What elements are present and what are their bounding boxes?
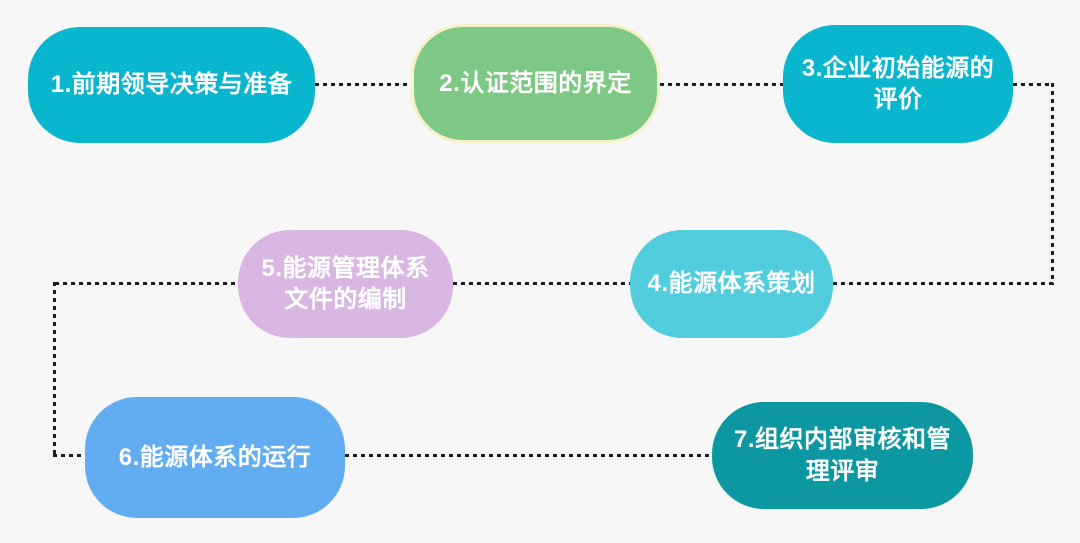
connector-step4-step5	[453, 282, 630, 285]
connector-step6-step7	[345, 454, 712, 457]
connector-step5-stub-left	[55, 282, 238, 285]
connector-step3-step4-horizontal	[833, 282, 1054, 285]
flow-step-7: 7.组织内部审核和管 理评审	[712, 402, 973, 509]
flow-step-6: 6.能源体系的运行	[85, 397, 345, 518]
connector-step5-step6-vertical	[53, 282, 56, 457]
connector-step3-step4-vertical	[1051, 83, 1054, 285]
flow-step-4: 4.能源体系策划	[630, 230, 833, 338]
connector-step3-stub-right	[1013, 83, 1054, 86]
connector-step2-step3	[660, 83, 783, 86]
flow-step-1: 1.前期领导决策与准备	[28, 27, 315, 143]
flow-step-2: 2.认证范围的界定	[411, 24, 660, 143]
connector-step6-stub-left	[53, 454, 85, 457]
flow-step-3: 3.企业初始能源的 评价	[783, 25, 1013, 143]
flow-step-5: 5.能源管理体系 文件的编制	[238, 230, 453, 338]
connector-step1-step2	[315, 83, 413, 86]
